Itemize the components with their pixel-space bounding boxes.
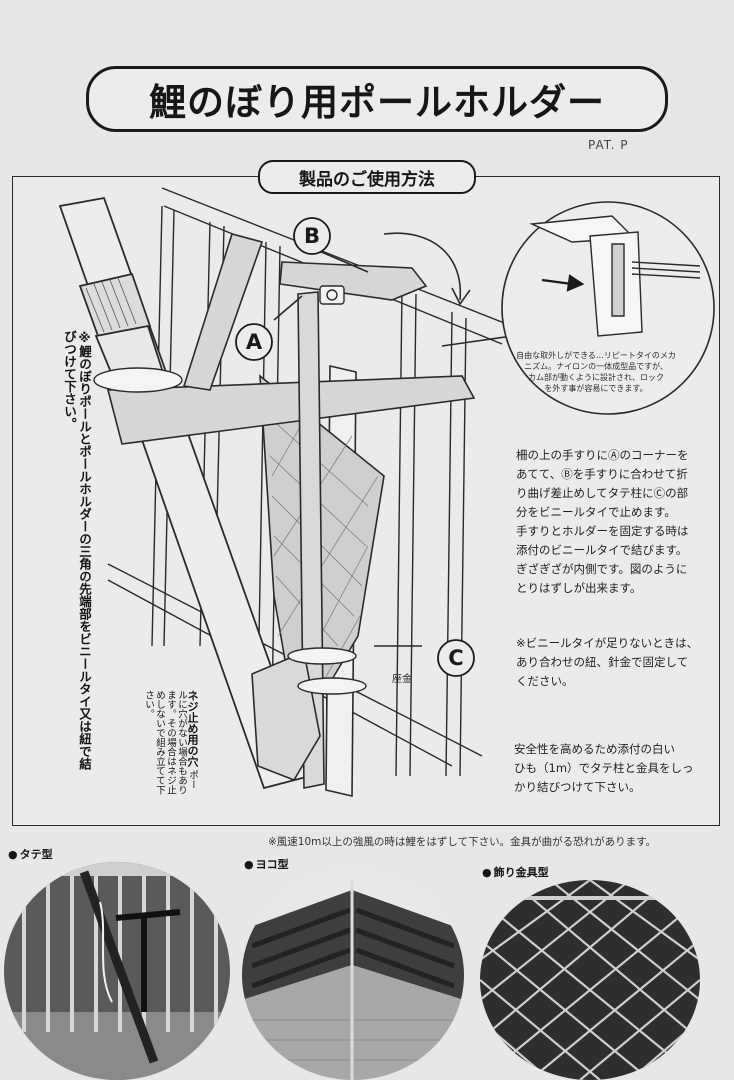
- instruction-line: 柵の上の手すりにⒶのコーナーを: [516, 448, 689, 462]
- caption-horizontal-type: ●ヨコ型: [244, 858, 289, 871]
- patent-mark: PAT. P: [588, 138, 629, 152]
- usage-subtitle: 製品のご使用方法: [258, 160, 476, 194]
- instruction-line: 手すりとホルダーを固定する時は: [516, 524, 689, 538]
- photo-vertical-type: [4, 862, 230, 1080]
- tie-mechanism-callout: 自由な取外しができる…リピートタイのメカ ニズム。ナイロンの一体成型品ですが、 …: [498, 350, 694, 394]
- instruction-line: ぎざぎざが内側です。図のように: [516, 562, 688, 576]
- safety-line: ひも（1m）でタテ柱と金具をしっ: [514, 761, 694, 775]
- tie-note-line: ※ビニールタイが足りないときは、: [516, 636, 699, 650]
- caption-vertical-type: ●タテ型: [8, 848, 53, 861]
- tie-shortage-note: ※ビニールタイが足りないときは、 あり合わせの紐、針金で固定して ください。: [516, 634, 716, 691]
- tie-note-line: ください。: [516, 674, 574, 688]
- label-a: A: [246, 330, 263, 354]
- instruction-line: 分をビニールタイで止めます。: [516, 505, 676, 519]
- screw-hole-body: ポールに穴がない場合もあります。その場合はネジ止めしないで組み立てて下さい。: [143, 690, 198, 795]
- label-zagane: 座金: [392, 672, 412, 685]
- callout-line: ニズム。ナイロンの一体成型品ですが、: [524, 362, 668, 371]
- screw-hole-title: ネジ止め用の穴: [186, 690, 199, 767]
- safety-line: 安全性を高めるため添付の白い: [514, 742, 675, 756]
- holder-illustration: B A C 座金: [58, 187, 715, 798]
- caption-ornamental-type: ●飾り金具型: [482, 866, 549, 879]
- instruction-line: あてて、Ⓑを手すりに合わせて折: [516, 467, 688, 481]
- bullet-icon: ●: [8, 848, 18, 861]
- instruction-line: とりはずしが出来ます。: [516, 581, 642, 595]
- instruction-line: り曲げ差止めしてタテ柱にⒸの部: [516, 486, 689, 500]
- callout-line: 自由な取外しができる…リピートタイのメカ: [516, 351, 676, 360]
- bullet-icon: ●: [482, 866, 492, 879]
- wind-warning: ※風速10m以上の強風の時は鯉をはずして下さい。金具が曲がる恐れがあります。: [268, 836, 657, 848]
- callout-line: を外す事が容易にできます。: [544, 384, 648, 393]
- callout-line: カム部が動くように設計され、ロック: [527, 373, 665, 382]
- safety-line: かり結びつけて下さい。: [514, 780, 641, 794]
- safety-note: 安全性を高めるため添付の白い ひも（1m）でタテ柱と金具をしっ かり結びつけて下…: [514, 740, 714, 797]
- page-title: 鯉のぼり用ポールホルダー: [149, 81, 605, 124]
- label-b: B: [304, 224, 320, 248]
- label-c: C: [448, 646, 463, 670]
- screw-hole-note: ネジ止め用の穴 ポールに穴がない場合もあります。その場合はネジ止めしないで組み立…: [130, 690, 199, 798]
- bullet-icon: ●: [244, 858, 254, 871]
- tie-note-line: あり合わせの紐、針金で固定して: [516, 655, 689, 669]
- instruction-line: 添付のビニールタイで結びます。: [516, 543, 688, 557]
- subtitle-text: 製品のご使用方法: [299, 169, 435, 190]
- photo-horizontal-type: [242, 870, 464, 1080]
- photo-ornamental-type: [480, 880, 700, 1080]
- title-capsule: 鯉のぼり用ポールホルダー: [86, 66, 668, 132]
- instruction-paragraph: 柵の上の手すりにⒶのコーナーを あてて、Ⓑを手すりに合わせて折 り曲げ差止めして…: [516, 446, 716, 598]
- pole-tie-note: ※鯉のぼりポールとポールホルダーの三角の先端部をビニールタイ又は紐で結びつけて下…: [62, 330, 92, 770]
